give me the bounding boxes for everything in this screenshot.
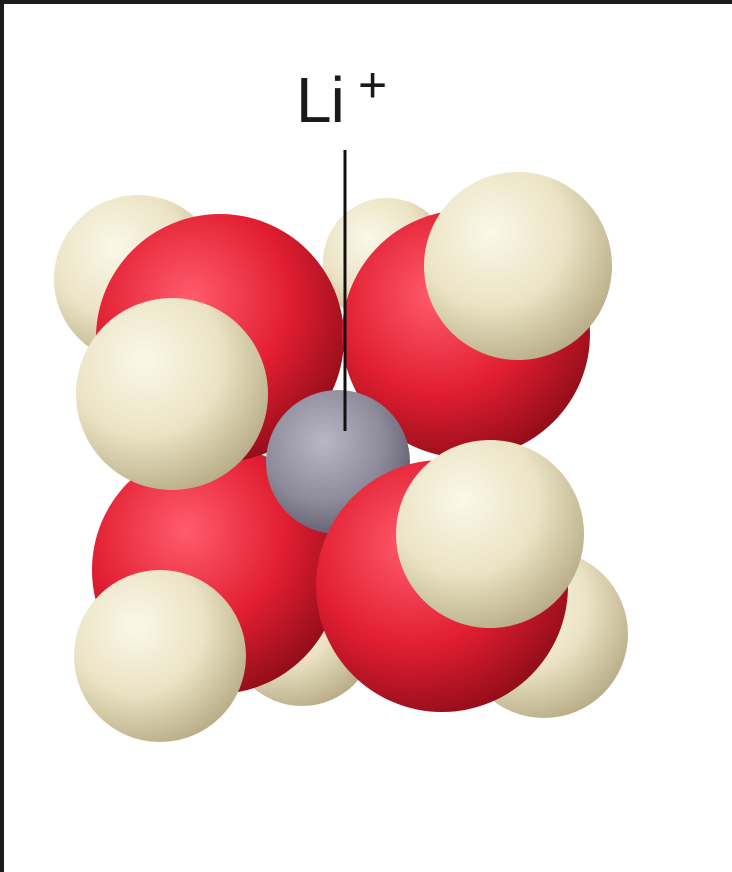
ion-charge: + [358, 57, 387, 113]
hydrogen-atom-lower-right-front [396, 440, 584, 628]
lithium-ion-label: Li+ [296, 60, 387, 136]
hydrogen-atom-upper-right [424, 172, 612, 360]
hydrogen-atom-lower-left [74, 570, 246, 742]
hydrated-lithium-ion-model [54, 150, 628, 742]
figure-frame: Li+ [4, 4, 732, 872]
ion-symbol: Li [296, 64, 345, 136]
hydrogen-atom-upper-left-front [76, 298, 268, 490]
